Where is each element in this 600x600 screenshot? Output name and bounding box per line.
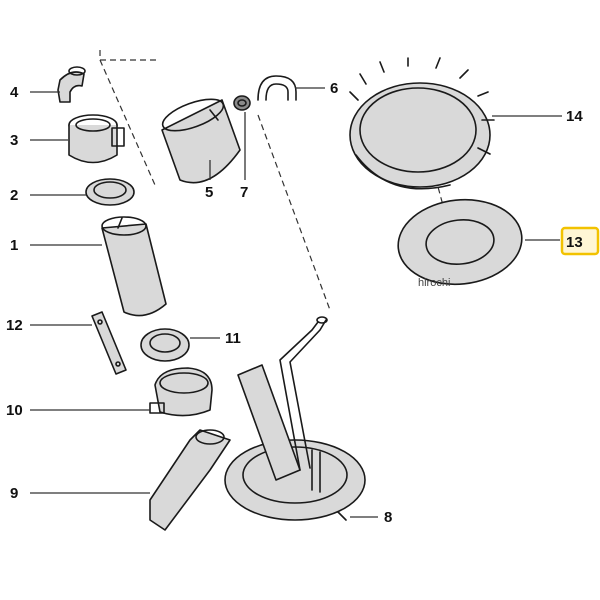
part-12-bracket — [91, 311, 127, 375]
callout-6: 6 — [330, 80, 338, 97]
callout-2: 2 — [10, 187, 18, 204]
callout-4: 4 — [10, 84, 19, 101]
part-14-lock-ring — [349, 57, 495, 190]
callout-11: 11 — [225, 330, 241, 347]
part-5-pump-cylinder — [161, 98, 241, 184]
part-6-u-hose — [257, 75, 297, 101]
callout-13-highlight — [560, 226, 600, 256]
callout-12: 12 — [6, 317, 23, 334]
callout-3: 3 — [10, 132, 18, 149]
callout-9: 9 — [10, 485, 18, 502]
callout-1: 1 — [10, 237, 18, 254]
callout-8: 8 — [384, 509, 392, 526]
part-11-ring — [140, 328, 190, 362]
part-3-clamp-sleeve — [68, 114, 125, 164]
callout-10: 10 — [6, 402, 23, 419]
watermark: hirochi — [418, 277, 450, 289]
assembly-axis-left — [99, 50, 160, 186]
part-4-hose-elbow — [57, 66, 86, 103]
callout-7: 7 — [240, 184, 248, 201]
callout-14: 14 — [566, 108, 583, 125]
part-9-float-arm — [149, 429, 231, 531]
callout-13: 13 — [566, 234, 583, 251]
callout-5: 5 — [205, 184, 213, 201]
part-7-o-ring — [233, 95, 251, 111]
part-8-pump-base — [224, 316, 366, 521]
part-1-filter-cylinder — [101, 216, 167, 317]
part-2-seal-ring — [85, 178, 135, 206]
leader-lines — [30, 87, 562, 518]
part-10-clamp-band — [149, 367, 213, 417]
part-13-gasket — [397, 198, 523, 286]
assembly-axis-center — [257, 114, 331, 311]
